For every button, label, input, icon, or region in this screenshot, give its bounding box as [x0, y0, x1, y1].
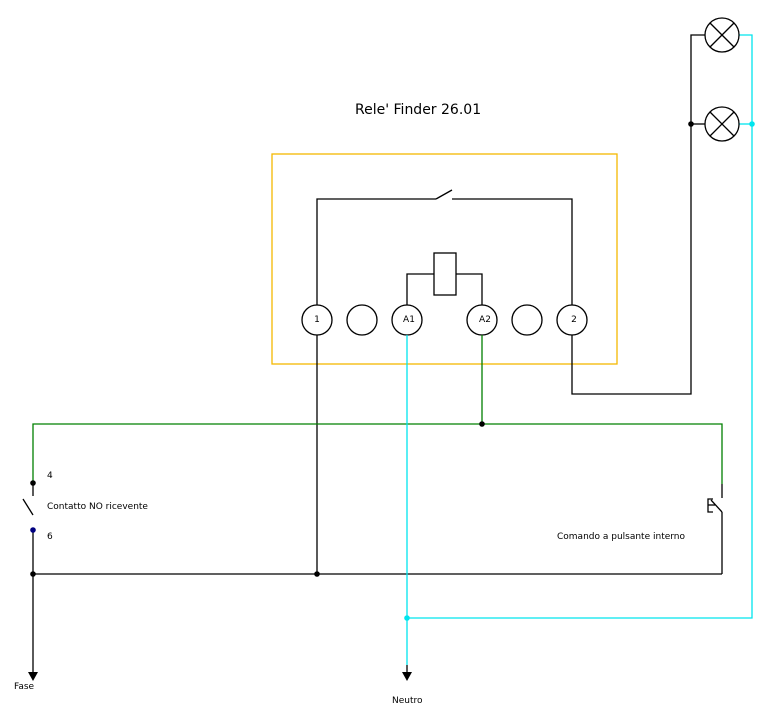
junction-node [30, 571, 36, 577]
junction-node [749, 121, 755, 127]
neutral-label: Neutro [392, 696, 423, 706]
relay-box [271, 153, 618, 365]
junction-node [404, 615, 410, 621]
terminal-blank-1 [346, 304, 378, 336]
terminal-label: 1 [314, 315, 320, 325]
junction-node [479, 421, 485, 427]
diagram-title: Rele' Finder 26.01 [355, 102, 481, 118]
phase-arrow-icon [28, 672, 38, 681]
terminal-label: 2 [571, 315, 577, 325]
command-wiring [32, 335, 723, 484]
pushbutton-label: Comando a pulsante interno [557, 532, 686, 542]
terminal-blank-2 [511, 304, 543, 336]
contact-terminal-4-label: 4 [47, 471, 53, 481]
contact-node-4 [30, 480, 36, 486]
neutral-wiring [406, 34, 753, 665]
junction-node [688, 121, 694, 127]
contact-node-6 [30, 527, 36, 533]
terminal-a1: A1 [391, 304, 423, 336]
phase-wiring [32, 34, 723, 672]
terminal-1: 1 [301, 304, 333, 336]
relay-coil [406, 252, 483, 305]
phase-label: Fase [14, 682, 35, 692]
terminal-label: A1 [403, 315, 415, 325]
lamp-icon [704, 106, 740, 142]
lamp-icon [704, 17, 740, 53]
terminal-a2: A2 [466, 304, 498, 336]
terminal-2: 2 [556, 304, 588, 336]
neutral-arrow-icon [402, 672, 412, 681]
junction-node [314, 571, 320, 577]
pushbutton-switch [707, 484, 723, 513]
contact-name-label: Contatto NO ricevente [47, 502, 148, 512]
no-contact-switch [22, 498, 34, 516]
relay-contact [316, 189, 573, 305]
contact-terminal-6-label: 6 [47, 532, 53, 542]
terminal-label: A2 [479, 315, 491, 325]
